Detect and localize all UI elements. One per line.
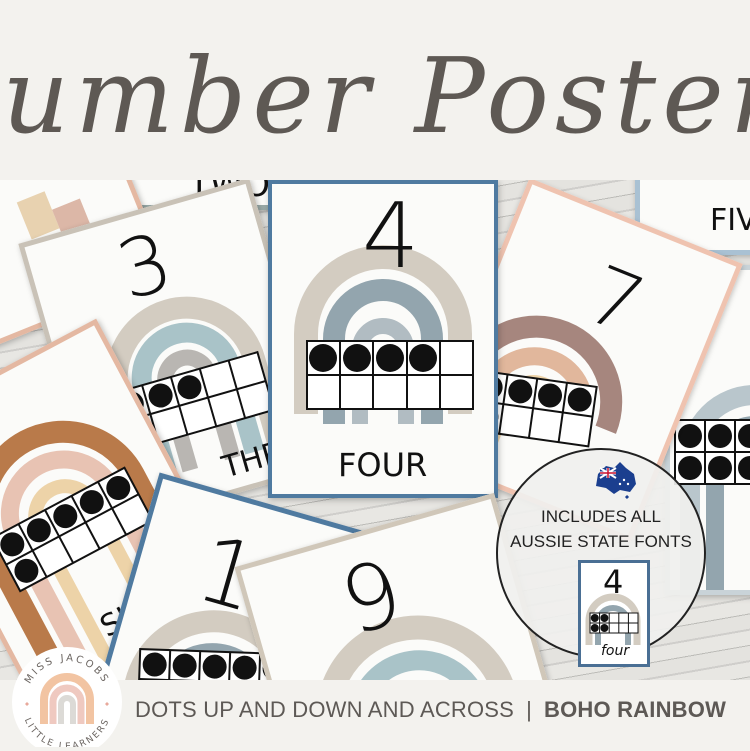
product-photo: TWO 3 THREE FIVE [0,180,750,680]
tagline-right: BOHO RAINBOW [543,697,727,722]
poster-card-four: 4 FOUR [268,180,498,498]
ten-frame [137,647,292,680]
card-numeral: 4 [362,184,420,289]
sample-poster-card: 4 four [578,560,650,667]
title-text: Number Posters [0,35,750,157]
aussie-fonts-badge: INCLUDES ALL AUSSIE STATE FONTS 4 four [496,448,706,667]
rainbow-ten-frame-illustration [674,385,750,590]
ten-frame [674,419,750,485]
sample-card-numeral: 4 [603,563,624,601]
ten-frame [306,340,474,410]
australia-flag-icon [596,462,636,500]
ten-frame [589,612,639,634]
rainbow-ten-frame-illustration [294,245,474,424]
tagline-left: DOTS UP AND DOWN AND ACROSS [135,697,515,722]
heart-icon [25,702,29,706]
card-word: FIVE [710,203,750,238]
header: Number Posters [0,0,750,180]
poster-card-nine: 9 [234,492,566,680]
rainbow-ten-frame-illustration [315,615,536,680]
footer-bar [0,680,750,750]
badge-line-2: AUSSIE STATE FONTS [510,532,692,551]
rainbow-ten-frame-illustration [0,420,181,680]
page-title: Number Posters [0,35,750,157]
tagline: DOTS UP AND DOWN AND ACROSS | BOHO RAINBOW [135,697,726,723]
card-word: FOUR [338,446,428,484]
rainbow-ten-frame-illustration [585,593,641,645]
poster-card-six: SIX [0,318,247,680]
ten-frame [0,466,154,593]
rainbow-ten-frame-illustration [104,610,305,680]
brand-logo: MISS JACOBS LITTLE LEARNERS [8,642,126,751]
heart-icon [105,702,109,706]
rainbow-icon [40,673,94,724]
logo-badge: MISS JACOBS LITTLE LEARNERS [12,647,122,751]
poster-card-ten: 10 [79,472,391,680]
badge-line-1: INCLUDES ALL [541,507,661,526]
sample-card-word: four [601,643,630,659]
tagline-separator: | [526,697,532,722]
